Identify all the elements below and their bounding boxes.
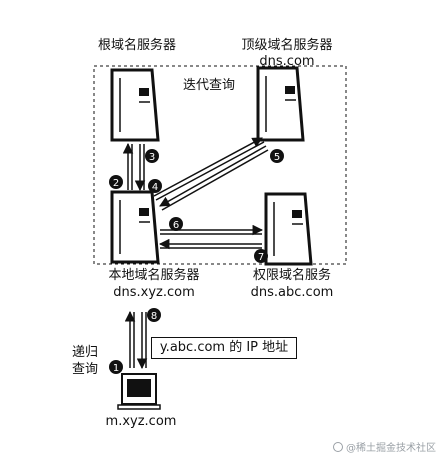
step-badge-4: 4 [148, 179, 162, 193]
svg-text:3: 3 [149, 152, 155, 163]
juejin-logo-icon [333, 442, 343, 452]
root-server-icon [110, 68, 160, 142]
auth-server-icon [264, 192, 313, 266]
recursive-label-line1: 递归 [72, 345, 99, 360]
step-badge-6: 6 [169, 217, 183, 231]
tld-server-host: dns.com [259, 54, 315, 69]
step-badge-5: 5 [270, 149, 284, 163]
arrow-step-4 [153, 137, 263, 197]
arrow-step-5-shadow [161, 149, 269, 211]
auth-server-host: dns.abc.com [250, 285, 334, 300]
step-badge-2: 2 [109, 175, 123, 189]
recursive-label-line2: 查询 [72, 362, 99, 377]
step-badge-1: 1 [109, 360, 123, 374]
client-host: m.xyz.com [105, 414, 177, 429]
svg-text:4: 4 [152, 182, 158, 193]
step-badge-3: 3 [145, 149, 159, 163]
svg-text:5: 5 [274, 152, 280, 163]
iterative-region [93, 65, 347, 265]
svg-text:1: 1 [113, 363, 119, 374]
tld-server-name: 顶级域名服务器 [241, 38, 333, 53]
tld-server-icon [256, 66, 305, 142]
svg-text:7: 7 [258, 252, 264, 263]
auth-server-name: 权限域名服务 [252, 268, 332, 283]
watermark: @稀土掘金技术社区 [333, 439, 436, 454]
local-server-name: 本地域名服务器 [108, 268, 200, 283]
iterative-query-label: 迭代查询 [182, 78, 236, 93]
local-server-host: dns.xyz.com [113, 285, 195, 300]
watermark-text: @稀土掘金技术社区 [346, 443, 436, 454]
svg-text:6: 6 [173, 220, 179, 231]
svg-text:2: 2 [113, 178, 119, 189]
client-computer-icon [117, 373, 161, 410]
query-result-box: y.abc.com 的 IP 地址 [151, 337, 297, 359]
svg-text:8: 8 [151, 311, 157, 322]
step-badge-7: 7 [254, 249, 268, 263]
arrow-step-5 [159, 145, 267, 207]
step-badge-8: 8 [147, 308, 161, 322]
root-server-name: 根域名服务器 [97, 38, 177, 53]
local-server-icon [110, 190, 160, 264]
arrow-step-4-shadow [155, 141, 265, 201]
